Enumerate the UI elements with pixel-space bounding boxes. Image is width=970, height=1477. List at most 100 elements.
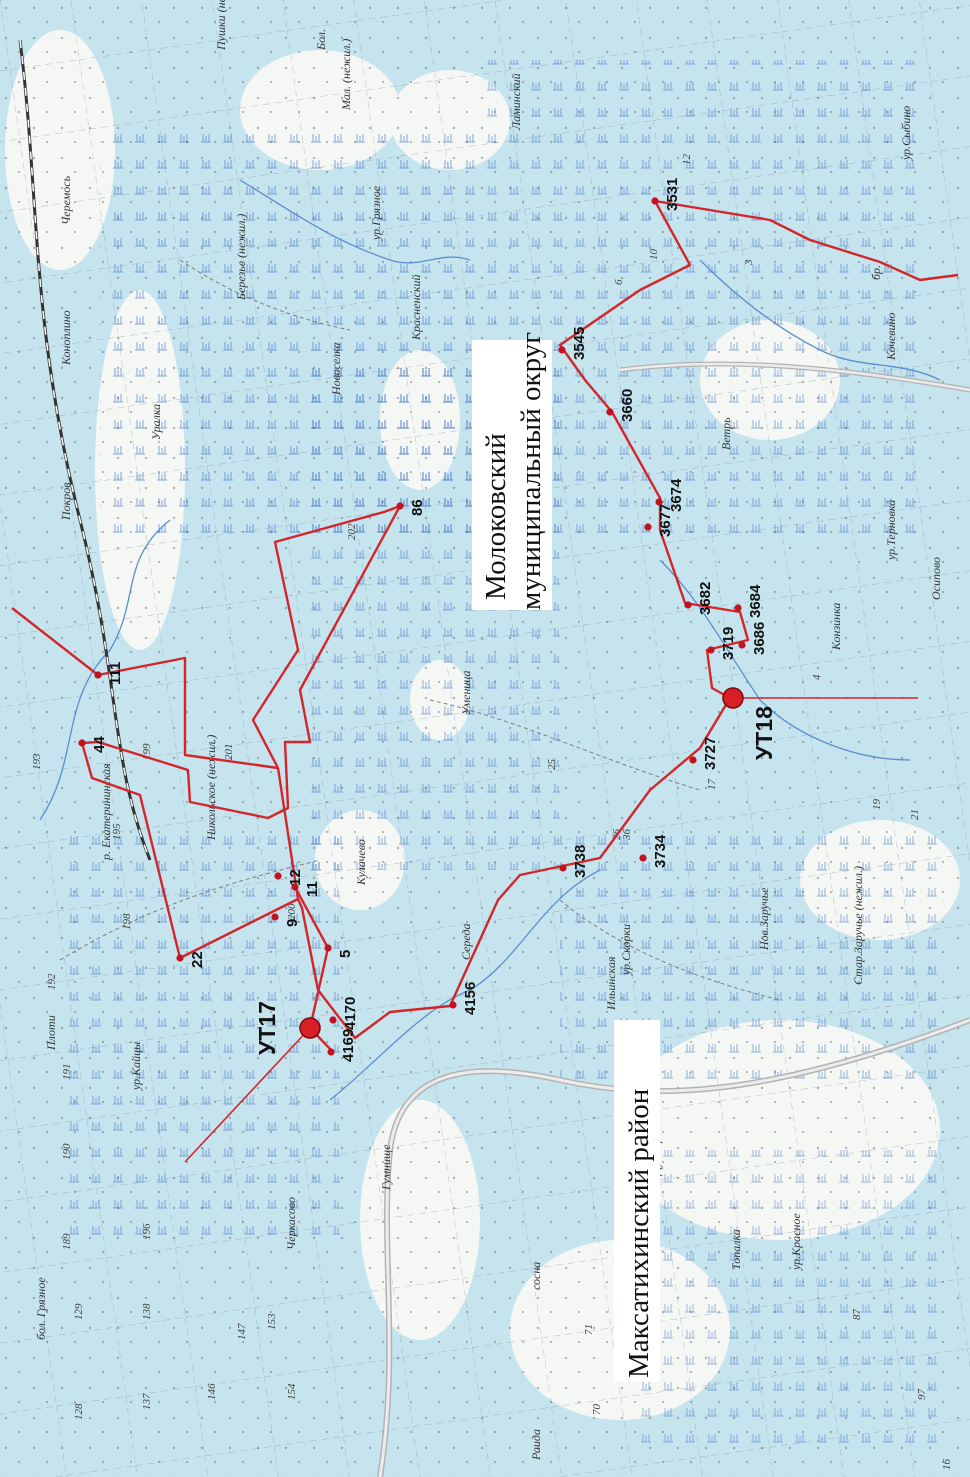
vertex-label: 9 (284, 919, 301, 927)
boundary-vertex (558, 346, 566, 354)
vertex-label: 5 (337, 950, 354, 958)
vertex-label: 4169 (340, 1029, 357, 1062)
place-name: р. Екатерининская (99, 763, 113, 861)
block-number: 198 (121, 913, 133, 930)
place-name: Топалка (729, 1229, 743, 1270)
block-number: 12 (681, 154, 693, 166)
block-number: 196 (141, 1223, 153, 1240)
boundary-vertex (327, 1048, 335, 1056)
place-name: ур.Кайцы (129, 1042, 143, 1091)
block-number: 19 (871, 799, 883, 811)
boundary-vertex (449, 1001, 457, 1009)
railway (18, 39, 152, 861)
place-name: Уменица (459, 670, 473, 715)
place-name: ур.Красное (789, 1213, 803, 1271)
boundary-vertex (639, 854, 647, 862)
boundary-vertex (734, 604, 742, 612)
boundary-segment (11, 504, 401, 770)
vertex-label: 11 (304, 881, 321, 897)
block-number: 3 (743, 259, 755, 266)
block-number: 70 (591, 1404, 603, 1416)
ut17-marker (299, 1017, 321, 1039)
block-number: 25 (546, 759, 558, 771)
block-number: 129 (73, 1303, 85, 1320)
block-number: 154 (286, 1383, 298, 1400)
boundary-vertex (271, 913, 279, 921)
block-number: 97 (916, 1389, 928, 1401)
place-name: Конзинка (829, 603, 843, 651)
place-name: сосна (529, 1262, 543, 1290)
boundary-segment (276, 767, 300, 900)
place-name: Ветрь (719, 417, 733, 450)
place-name: Кулачево (354, 839, 368, 886)
block-number: 6 (613, 279, 625, 285)
district-name: Максатихинский район (623, 1089, 655, 1378)
boundary-vertex (329, 1016, 337, 1024)
place-name: Уралка (149, 404, 163, 440)
ut17-label: УТ17 (254, 1001, 280, 1055)
place-name: Кочевино (884, 313, 898, 361)
boundary-vertex (655, 498, 663, 506)
place-name: ур.Грязное (369, 185, 383, 241)
block-number: 147 (236, 1323, 248, 1340)
block-number: 195 (111, 823, 123, 840)
block-number: 146 (206, 1383, 218, 1400)
block-number: 201 (223, 744, 235, 761)
vertex-label: 3727 (702, 737, 719, 770)
district-label-maksatikhinsky: Максатихинский район (614, 1020, 660, 1382)
place-name: Гумнище (379, 1144, 393, 1191)
block-number: 137 (141, 1393, 153, 1410)
boundary-vertex (176, 954, 184, 962)
vertex-label: 86 (409, 499, 426, 516)
place-name: Нов.Заручье (757, 887, 771, 951)
place-name: Березье (нежил.) (234, 214, 248, 301)
vertex-label: 111 (107, 662, 124, 685)
district-label-molokovsky: Молоковский муниципальный округ (472, 332, 552, 610)
place-name: ур.Терновка (884, 500, 898, 561)
vertex-label: 3684 (747, 584, 764, 618)
place-name: Черкасово (284, 1197, 298, 1250)
place-name: Ильинская (604, 956, 618, 1011)
block-number: 200 (286, 903, 298, 920)
vertex-label: 22 (189, 951, 206, 968)
vertex-label: 3734 (652, 834, 669, 868)
place-name: Покров (59, 483, 73, 522)
place-name: ур.Сыбино (899, 106, 913, 161)
place-name: Плоти (44, 1015, 58, 1051)
vertex-label: 44 (91, 736, 108, 753)
vertex-label: 12 (287, 869, 304, 886)
vertex-label: 3674 (668, 478, 685, 512)
block-number: 190 (61, 1143, 73, 1160)
boundary-vertex (684, 601, 692, 609)
place-name: Новоселка (329, 343, 343, 396)
block-number: 193 (31, 753, 43, 770)
boundary-vertex (644, 523, 652, 531)
boundary-vertex (606, 408, 614, 416)
place-name: Бол. (314, 29, 328, 51)
boundary-segment (80, 505, 402, 959)
boundary-segment (179, 897, 320, 991)
boundary-vertex (396, 502, 404, 510)
place-name: Ламинский (509, 73, 523, 131)
vertex-label: 3660 (619, 389, 636, 422)
district-name-line2: муниципальный округ (515, 332, 547, 610)
block-number: 192 (46, 973, 58, 990)
boundary-vertex (324, 944, 332, 952)
block-number: 16 (941, 1459, 953, 1471)
place-name: Мал. (нежил.) (339, 39, 353, 111)
block-number: 138 (141, 1303, 153, 1320)
place-name: Черемось (59, 175, 73, 225)
block-number: 189 (61, 1233, 73, 1250)
vertex-label: 3531 (664, 178, 681, 211)
boundary-vertex (689, 756, 697, 764)
boundary-lines (11, 199, 959, 1053)
boundary-vertex (94, 671, 102, 679)
boundary-vertex (559, 864, 567, 872)
vertex-label: 3677 (657, 504, 674, 537)
ut-points: УТ17 УТ18 (184, 687, 918, 1163)
boundary-segment (317, 199, 959, 1040)
place-name: ур.Скорки (619, 924, 633, 976)
district-name-line1: Молоковский (480, 433, 512, 600)
